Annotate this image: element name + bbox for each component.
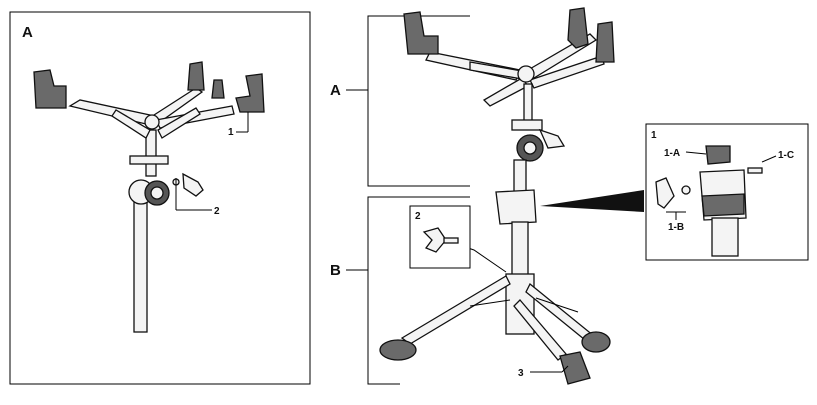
left-arm-left <box>68 99 151 125</box>
main-leg-front <box>513 299 567 361</box>
left-hub <box>144 114 160 130</box>
sub-label-1a: 1-A <box>664 148 680 159</box>
main-spring <box>523 83 533 125</box>
wing-bolt-icon <box>422 227 447 253</box>
left-wing-bolt <box>182 172 204 197</box>
main-foot-left <box>379 339 417 361</box>
detail-part2-label: 2 <box>415 211 421 222</box>
left-collar <box>129 155 169 165</box>
panel-a-frame <box>9 11 311 385</box>
main-assembly: A B <box>330 7 644 385</box>
left-grip-2 <box>187 61 205 91</box>
callout-part3: 3 <box>518 368 524 379</box>
label-b-main: B <box>330 262 341 279</box>
cup-cap-1a <box>705 145 731 165</box>
left-grip-1 <box>33 69 67 109</box>
main-foot-front <box>559 351 591 385</box>
panel-a-left: A <box>9 11 311 385</box>
detail-pointer-wedge <box>540 190 644 212</box>
callout-part1-left: 1 <box>228 127 234 138</box>
sub-label-1c: 1-C <box>778 150 794 161</box>
main-leg-left <box>400 275 511 345</box>
main-lower-tube <box>511 221 529 279</box>
main-foot-right <box>581 331 611 353</box>
bracket-b <box>367 196 470 385</box>
main-basket-drawing <box>379 7 615 385</box>
callout-part2-left: 2 <box>214 206 220 217</box>
detail-part2: 2 <box>409 205 471 269</box>
main-leg-right <box>525 282 595 346</box>
main-height-clamp <box>495 189 537 225</box>
main-grip-right <box>595 21 615 63</box>
panel-a-label: A <box>22 24 33 41</box>
wing-nut-1b <box>655 177 675 209</box>
main-grip-back <box>567 7 589 49</box>
main-tilter-wing <box>538 128 566 149</box>
sub-label-1b: 1-B <box>668 222 684 233</box>
main-hub <box>517 65 535 83</box>
detail-part1-label: 1 <box>651 130 657 141</box>
cup-rubber-band <box>701 193 745 217</box>
left-loose-cup <box>235 73 265 113</box>
cup-stem <box>711 217 739 257</box>
detail-part1: 1 1-A 1-C 1-B <box>645 123 809 261</box>
main-grip-left <box>403 11 439 55</box>
label-a-main: A <box>330 82 341 99</box>
screw-1c <box>747 167 763 174</box>
washer-1b <box>681 185 691 195</box>
left-tube <box>133 195 148 333</box>
left-basket-drawing <box>33 61 265 333</box>
